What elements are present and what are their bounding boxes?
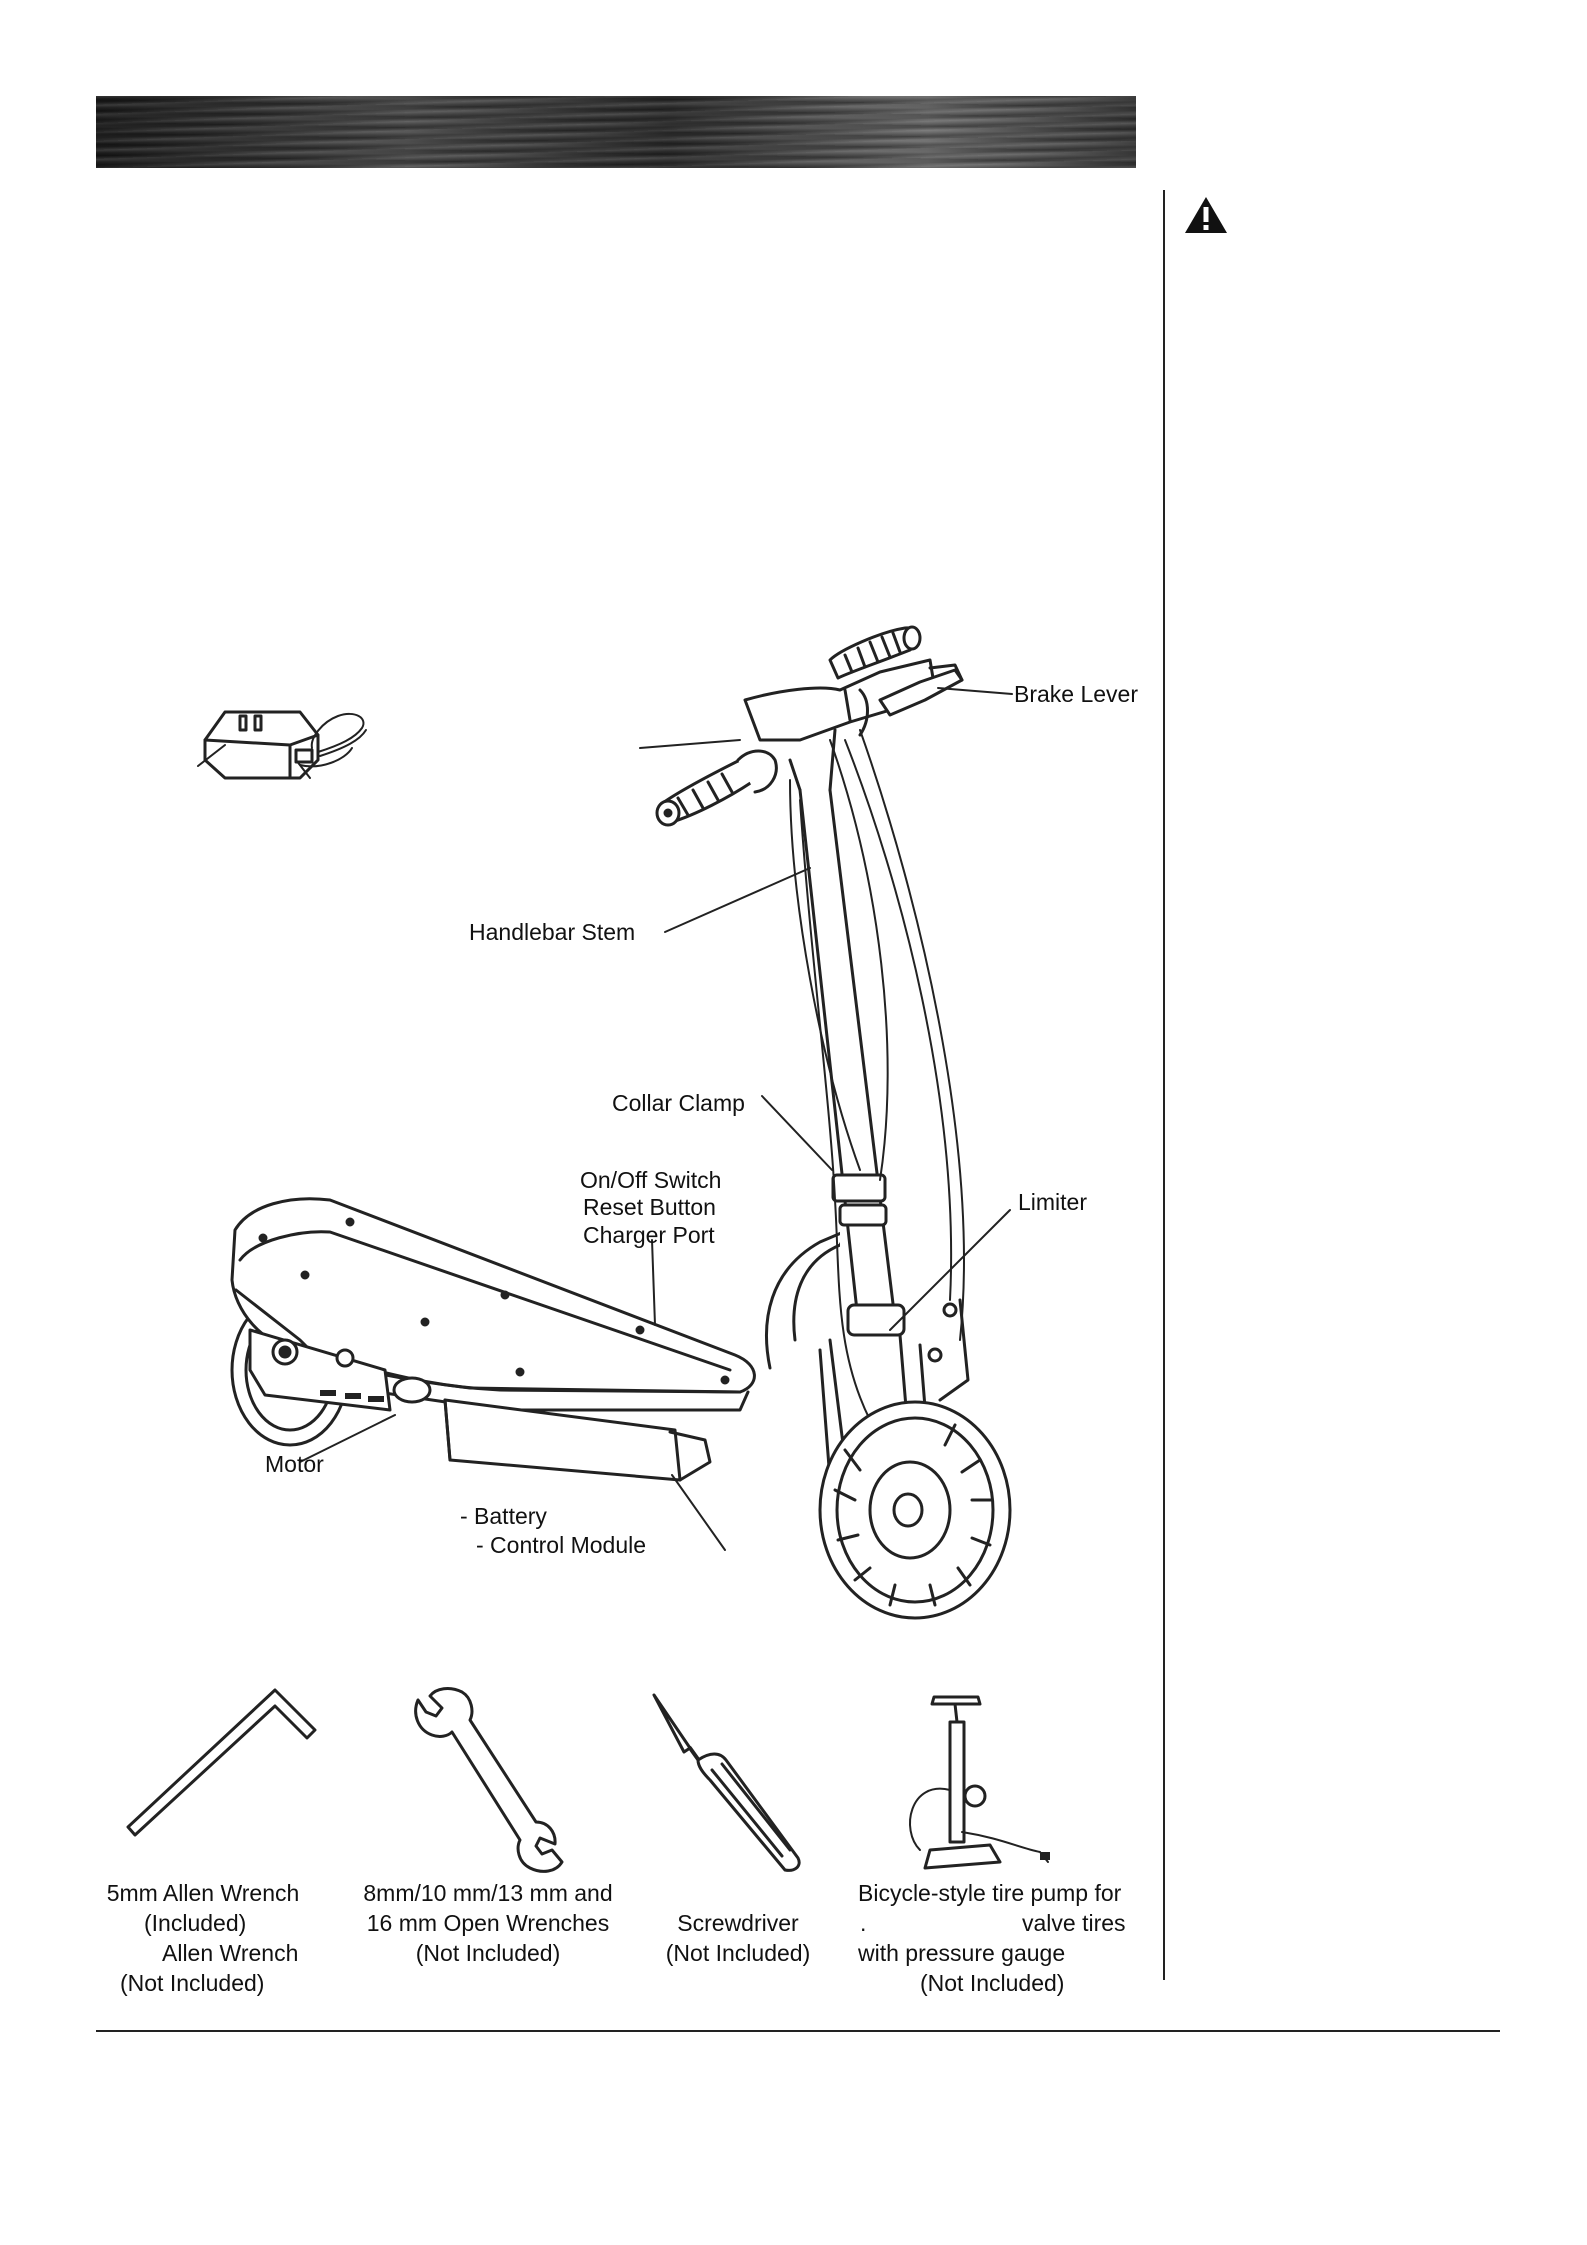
label-motor: Motor	[265, 1451, 324, 1477]
caption-line: (Not Included)	[665, 1940, 811, 1966]
label-limiter: Limiter	[1018, 1189, 1088, 1215]
allen-wrench-illustration	[126, 1688, 317, 1837]
caption-fragment: .	[860, 1910, 867, 1936]
motor-housing	[248, 1328, 432, 1412]
warning-icon	[1185, 197, 1227, 233]
caption-line: . valve tires	[858, 1908, 1150, 1938]
caption-line: (Included)	[144, 1910, 247, 1936]
caption-line: Screwdriver	[677, 1910, 799, 1936]
footer-rule	[96, 2030, 1500, 2032]
caption-line: Allen Wrench	[162, 1940, 299, 1966]
right-grip	[828, 625, 922, 680]
brake-lever-art	[878, 663, 964, 717]
sidebar-divider	[1163, 190, 1165, 1980]
tire-pump-illustration	[909, 1695, 1050, 1870]
label-brake-lever: Brake Lever	[1014, 681, 1139, 707]
label-control-module: - Control Module	[476, 1532, 647, 1558]
caption-screwdriver: Screwdriver (Not Included)	[652, 1908, 824, 1968]
handlebar-stem	[765, 788, 970, 1502]
caption-open-wrenches: 8mm/10 mm/13 mm and 16 mm Open Wrenches …	[352, 1878, 624, 1968]
front-wheel	[818, 1400, 1012, 1620]
label-handlebar-stem: Handlebar Stem	[469, 919, 636, 945]
label-reset-button: Reset Button	[583, 1194, 716, 1220]
left-grip	[655, 749, 778, 827]
label-collar-clamp: Collar Clamp	[612, 1090, 745, 1116]
charger-illustration	[197, 710, 367, 780]
header-banner	[96, 96, 1136, 168]
handlebars	[655, 625, 964, 827]
battery-box	[443, 1398, 712, 1482]
open-wrench-illustration	[414, 1687, 564, 1873]
caption-tire-pump: Bicycle-style tire pump for . valve tire…	[858, 1878, 1150, 1998]
caption-line: with pressure gauge	[858, 1940, 1066, 1966]
caption-line: (Not Included)	[415, 1940, 561, 1966]
caption-line: Bicycle-style tire pump for	[858, 1880, 1122, 1906]
caption-line: (Not Included)	[920, 1970, 1065, 1996]
caption-allen-wrench: 5mm Allen Wrench (Included) Allen Wrench…	[92, 1878, 314, 1998]
caption-line: 16 mm Open Wrenches	[366, 1910, 610, 1936]
caption-line: 5mm Allen Wrench	[106, 1880, 300, 1906]
label-battery: - Battery	[460, 1503, 547, 1529]
leader-lines	[299, 687, 1013, 1551]
caption-fragment: valve tires	[1022, 1910, 1126, 1936]
label-on-off-switch: On/Off Switch	[580, 1167, 722, 1193]
caption-line: (Not Included)	[120, 1970, 265, 1996]
caption-line: 8mm/10 mm/13 mm and	[363, 1880, 613, 1906]
screwdriver-illustration	[652, 1693, 801, 1872]
label-charger-port: Charger Port	[583, 1222, 715, 1248]
